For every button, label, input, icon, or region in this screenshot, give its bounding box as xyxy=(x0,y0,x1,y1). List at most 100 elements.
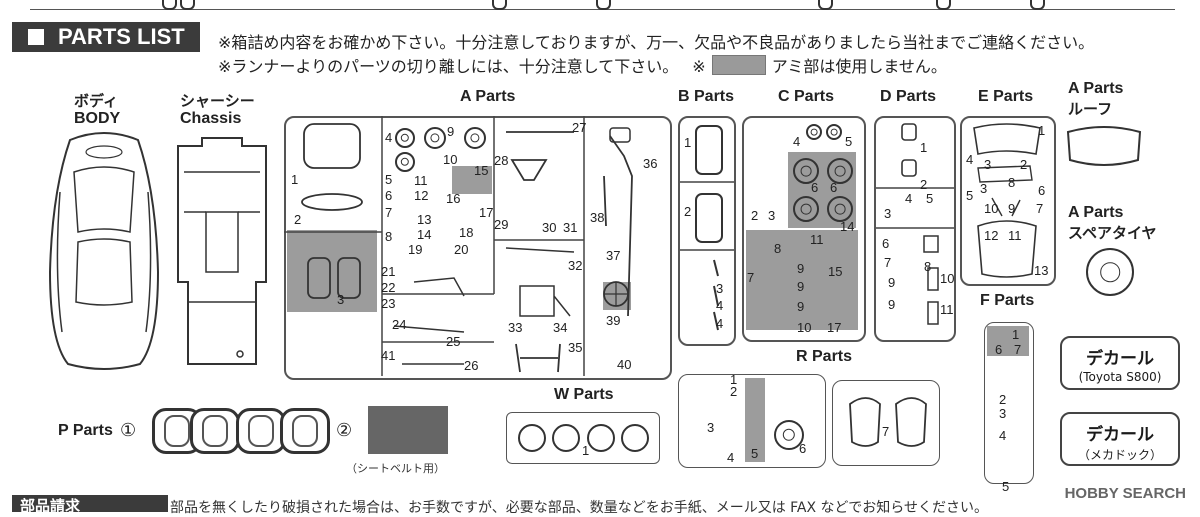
note-line-2: ※ランナーよりのパーツの切り離しには、十分注意して下さい。※アミ部は使用しません… xyxy=(218,55,947,76)
body-label-jp: ボディ xyxy=(74,92,118,110)
part-number: 4 xyxy=(727,450,735,465)
a-part-11-ring xyxy=(464,127,486,149)
part-number: 6 xyxy=(811,180,819,195)
part-number: 27 xyxy=(572,120,587,135)
part-number: 7 xyxy=(747,270,755,285)
body-label-en: BODY xyxy=(74,110,121,127)
part-number: 6 xyxy=(1038,183,1046,198)
b-parts-runner xyxy=(678,116,736,346)
part-number: 22 xyxy=(381,280,396,295)
part-number: 41 xyxy=(381,348,396,363)
part-number: 4 xyxy=(385,130,393,145)
square-icon xyxy=(28,29,44,45)
part-number: 1 xyxy=(1012,327,1020,342)
r-parts-seats xyxy=(849,397,927,447)
footer-parts-request: 部品請求 部品を無くしたり破損された場合は、お手数ですが、必要な部品、数量などを… xyxy=(0,495,1200,516)
part-number: 18 xyxy=(459,225,474,240)
part-number: 9 xyxy=(1008,201,1016,216)
watermark: HOBBY SEARCH xyxy=(1064,485,1186,502)
part-number: 1 xyxy=(291,172,299,187)
p-parts-label: P Parts xyxy=(58,422,113,439)
a-roof-label-en: A Parts xyxy=(1068,80,1124,97)
part-number: 9 xyxy=(797,261,805,276)
chassis-label-jp: シャーシー xyxy=(180,92,255,110)
part-number: 4 xyxy=(716,298,724,313)
d-parts-label: D Parts xyxy=(880,88,937,105)
part-number: 39 xyxy=(606,313,621,328)
part-number: 15 xyxy=(474,163,489,178)
runner-gate-mark xyxy=(596,0,611,10)
part-number: 11 xyxy=(810,232,824,247)
part-number: 3 xyxy=(707,420,715,435)
footer-text: 部品を無くしたり破損された場合は、お手数ですが、必要な部品、数量などをお手紙、メ… xyxy=(170,500,988,516)
c-part-6-ring xyxy=(793,158,819,184)
part-number: 4 xyxy=(905,191,913,206)
part-number: 9 xyxy=(797,279,805,294)
part-number: 8 xyxy=(1008,175,1016,190)
f-parts-label: F Parts xyxy=(980,292,1035,309)
runner-gate-mark xyxy=(936,0,951,10)
part-number: 2 xyxy=(730,384,738,399)
a-part-9-ring xyxy=(424,127,446,149)
part-number: 25 xyxy=(446,334,461,349)
part-number: 3 xyxy=(768,208,776,223)
r-parts-runner-2 xyxy=(832,380,940,466)
tire-icon xyxy=(236,408,286,454)
c-part-6-ring xyxy=(827,196,853,222)
part-number: 3 xyxy=(984,157,992,172)
r-parts-mesh-area xyxy=(745,378,765,462)
part-number: 34 xyxy=(553,320,568,335)
part-number: 1 xyxy=(730,372,738,387)
runner-gate-mark xyxy=(1030,0,1045,10)
footer-heading: 部品請求 xyxy=(12,495,168,512)
part-number: 14 xyxy=(417,227,432,242)
part-number: 5 xyxy=(926,191,934,206)
runner-gate-mark xyxy=(180,0,195,10)
a-parts-mesh-area xyxy=(452,166,492,194)
top-edge-strip xyxy=(0,0,1200,10)
chassis-label-en: Chassis xyxy=(180,110,242,127)
tire-icon xyxy=(190,408,240,454)
part-number: 4 xyxy=(793,134,801,149)
part-number: 21 xyxy=(381,264,396,279)
a-part-4-ring xyxy=(395,152,415,172)
part-number: 29 xyxy=(494,217,509,232)
part-number: 12 xyxy=(984,228,999,243)
parts-list-header: PARTS LIST xyxy=(12,22,200,52)
part-number: 3 xyxy=(980,181,988,196)
part-number: 11 xyxy=(414,173,428,188)
part-number: 12 xyxy=(414,188,429,203)
part-number: 1 xyxy=(1038,123,1046,138)
seatbelt-sheet xyxy=(368,406,448,454)
part-number: 4 xyxy=(966,152,974,167)
part-number: 32 xyxy=(568,258,583,273)
part-number: 20 xyxy=(454,242,469,257)
part-number: 40 xyxy=(617,357,632,372)
part-number: 3 xyxy=(716,281,724,296)
part-number: 7 xyxy=(884,255,892,270)
part-number: 6 xyxy=(799,441,807,456)
decal-toyota-s800: デカール (Toyota S800) xyxy=(1060,336,1180,390)
part-number: 10 xyxy=(984,201,999,216)
a-roof-label-jp: ルーフ xyxy=(1068,100,1113,118)
part-number: 30 xyxy=(542,220,557,235)
part-number: 3 xyxy=(999,406,1007,421)
c-part-4-ring xyxy=(806,124,822,140)
c-part-6-ring xyxy=(793,196,819,222)
a-parts-mesh-area xyxy=(287,230,377,312)
part-number: 19 xyxy=(408,242,423,257)
part-number: 2 xyxy=(999,392,1007,407)
part-number: 2 xyxy=(1020,157,1028,172)
part-number: 4 xyxy=(716,316,724,331)
part-number: 11 xyxy=(940,302,954,317)
part-number: 5 xyxy=(845,134,853,149)
c-parts-label: C Parts xyxy=(778,88,835,105)
part-number: 9 xyxy=(447,124,455,139)
part-number: 7 xyxy=(385,205,393,220)
part-number: 23 xyxy=(381,296,396,311)
body-drawing xyxy=(48,132,160,370)
part-number: 28 xyxy=(494,153,509,168)
part-number: 31 xyxy=(563,220,578,235)
parts-list-title: PARTS LIST xyxy=(58,24,185,49)
b-parts-lines xyxy=(680,125,734,331)
